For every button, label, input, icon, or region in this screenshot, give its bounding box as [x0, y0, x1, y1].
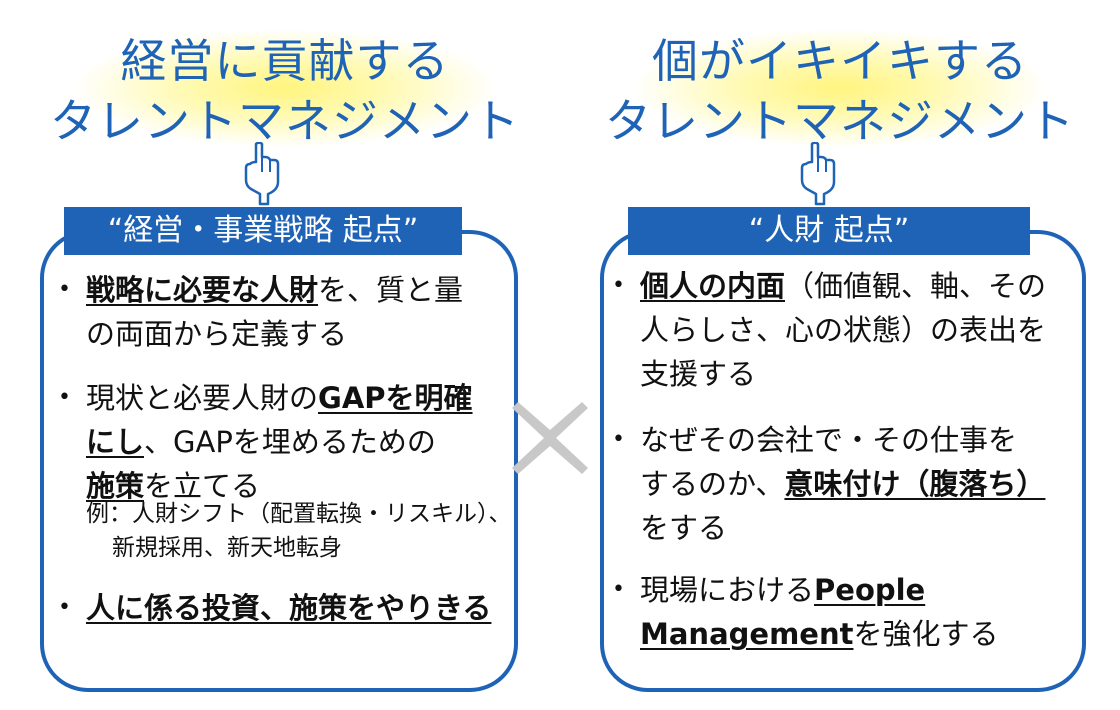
- bullet: •: [58, 595, 71, 620]
- bullet: •: [612, 577, 625, 602]
- right-title-line2: タレントマネジメント: [605, 94, 1075, 148]
- left-example-line2: 新規採用、新天地転身: [112, 535, 342, 561]
- right-item-2: • なぜその会社で・その仕事を するのか、意味付け（腹落ち） をする: [612, 418, 1045, 550]
- left-banner: “経営・事業戦略 起点”: [64, 207, 462, 255]
- right-item-1: • 個人の内面（価値観、軸、その 人らしさ、心の状態）の表出を 支援する: [612, 264, 1046, 396]
- left-item-2: • 現状と必要人財のGAPを明確 にし、GAPを埋めるための 施策を立てる: [58, 376, 473, 508]
- right-title-line1: 個がイキイキする: [652, 34, 1028, 88]
- bullet: •: [612, 427, 625, 452]
- left-example-line1: 例：人財シフト（配置転換・リスキル）、: [86, 501, 512, 527]
- left-title-line2: タレントマネジメント: [50, 94, 520, 148]
- pointing-hand-icon: [800, 142, 836, 206]
- multiply-cross-icon: [512, 402, 588, 474]
- title-glow-left: [70, 28, 500, 148]
- bullet: •: [612, 273, 625, 298]
- bullet: •: [58, 385, 71, 410]
- right-banner: “人財 起点”: [628, 207, 1030, 255]
- left-title-line1: 経営に貢献する: [120, 34, 450, 88]
- title-glow-right: [630, 28, 1050, 148]
- left-item-1: • 戦略に必要な人財を、質と量 の両面から定義する: [58, 268, 463, 356]
- bullet: •: [58, 277, 71, 302]
- right-item-3: • 現場におけるPeople Managementを強化する: [612, 568, 998, 656]
- left-item-3: • 人に係る投資、施策をやりきる: [58, 586, 491, 630]
- left-content-box: [40, 230, 518, 692]
- pointing-hand-icon: [244, 142, 280, 206]
